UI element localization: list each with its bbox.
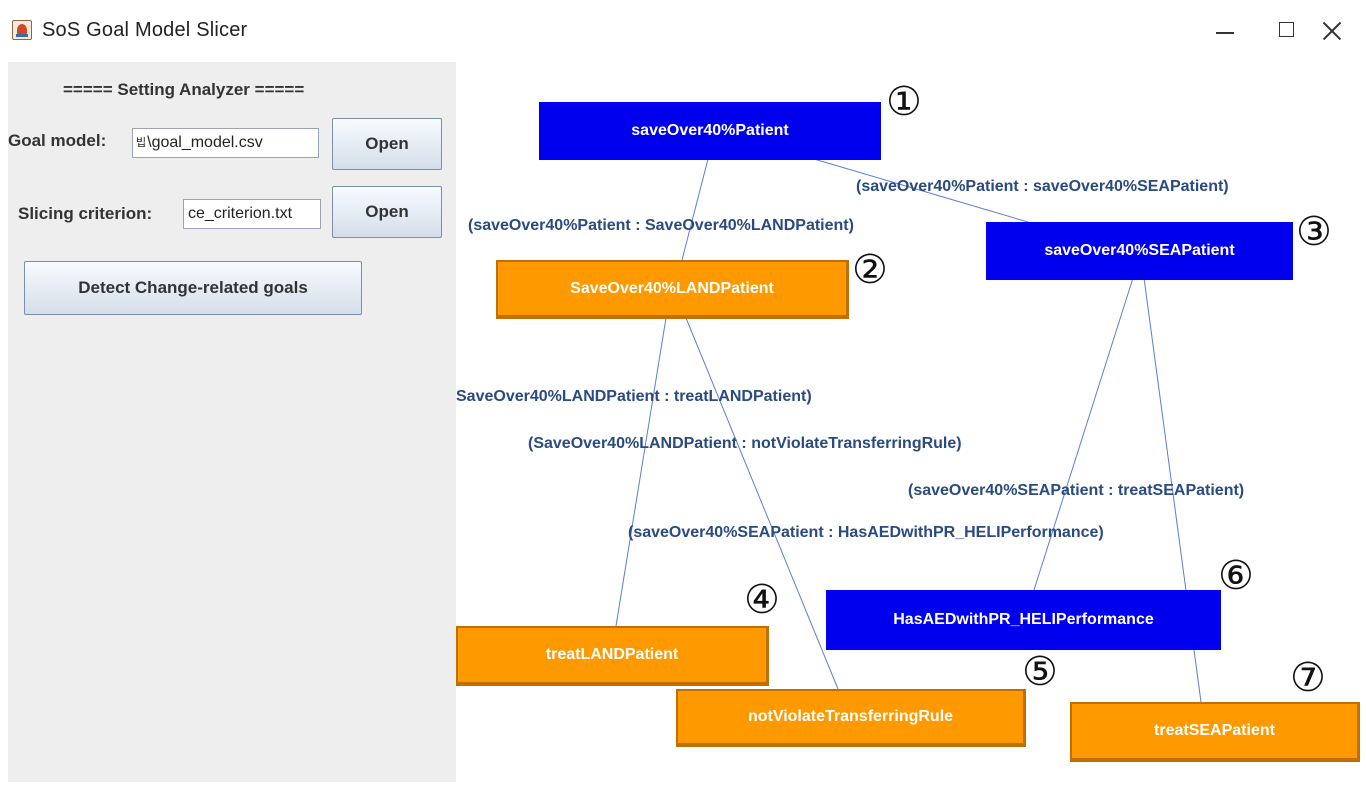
java-app-icon [12,20,32,40]
settings-panel: ===== Setting Analyzer ===== Goal model:… [8,62,456,782]
edge-patient-land [681,158,709,261]
edge-label-sea-treat: (saveOver40%SEAPatient : treatSEAPatient… [908,482,1245,499]
goal-model-value: \goal_model.csv [147,134,263,151]
goal-model-graph: saveOver40%Patient SaveOver40%LANDPatien… [456,62,1366,786]
marker-4: ④ [744,577,780,623]
goal-node-SaveOver40LANDPatient[interactable]: SaveOver40%LANDPatient [496,260,849,319]
goal-model-prefix: 빕 [136,136,147,149]
detect-change-related-goals-button[interactable]: Detect Change-related goals [24,261,362,315]
marker-5: ⑤ [1022,649,1058,695]
goal-node-saveOver40SEAPatient[interactable]: saveOver40%SEAPatient [986,222,1293,280]
edge-land-treat [615,317,667,627]
open-goal-model-button[interactable]: Open [332,118,442,170]
goal-model-field[interactable]: 빕\goal_model.csv [132,128,319,158]
edge-label-land-transfer: (SaveOver40%LANDPatient : notViolateTran… [528,435,962,452]
close-icon[interactable] [1310,8,1356,54]
marker-2: ② [852,247,888,293]
edge-label-sea-heli: (saveOver40%SEAPatient : HasAEDwithPR_HE… [628,524,1104,541]
goal-node-treatLANDPatient[interactable]: treatLANDPatient [456,626,769,686]
edge-label-land-treat: SaveOver40%LANDPatient : treatLANDPatien… [456,388,812,405]
goal-model-label: Goal model: [8,131,107,150]
edge-label-patient-land: (saveOver40%Patient : SaveOver40%LANDPat… [468,217,854,234]
marker-1: ① [886,79,922,125]
edge-patient-sea [813,158,1029,223]
slicing-criterion-value: ce_criterion.txt [188,205,293,222]
slicing-criterion-label: Slicing criterion: [18,204,153,223]
goal-node-notViolateTransferringRule[interactable]: notViolateTransferringRule [676,689,1026,747]
edge-sea-heli [1033,277,1134,591]
marker-7: ⑦ [1290,655,1326,701]
open-slicing-criterion-button[interactable]: Open [332,186,442,238]
settings-header: ===== Setting Analyzer ===== [63,80,305,99]
maximize-icon[interactable] [1265,8,1311,54]
minimize-icon[interactable] [1202,8,1248,54]
edge-label-patient-sea: (saveOver40%Patient : saveOver40%SEAPati… [856,178,1229,195]
marker-3: ③ [1296,209,1332,255]
slicing-criterion-field[interactable]: ce_criterion.txt [183,199,321,229]
goal-node-HasAEDwithPR_HELIPerformance[interactable]: HasAEDwithPR_HELIPerformance [826,590,1221,650]
goal-node-saveOver40Patient[interactable]: saveOver40%Patient [539,102,881,160]
title-bar: SoS Goal Model Slicer [0,0,1366,62]
window-title: SoS Goal Model Slicer [42,19,248,41]
goal-node-treatSEAPatient[interactable]: treatSEAPatient [1070,702,1360,762]
edge-land-transfer [685,317,839,690]
marker-6: ⑥ [1218,553,1254,599]
